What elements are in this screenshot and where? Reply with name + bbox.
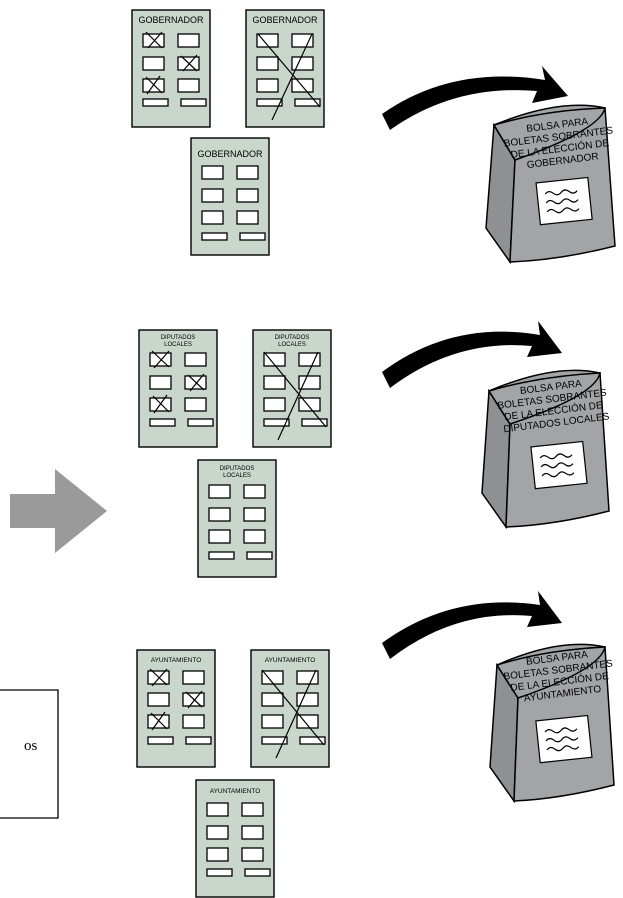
vote-mark	[151, 350, 170, 369]
ballot-title: GOBERNADOR	[138, 15, 204, 25]
vote-mark	[145, 31, 163, 49]
vote-mark	[187, 373, 205, 392]
ballot-diputados-3: DIPUTADOS LOCALES	[197, 459, 277, 578]
cancel-line	[257, 33, 321, 108]
vote-mark	[149, 668, 168, 687]
ballot-diputados-1: DIPUTADOS LOCALES	[138, 329, 218, 448]
cancel-line	[277, 351, 319, 441]
ballot-diputados-2: DIPUTADOS LOCALES	[252, 329, 332, 448]
curved-arrow	[382, 66, 568, 130]
vote-mark	[180, 54, 198, 72]
ballot-title: GOBERNADOR	[197, 149, 263, 159]
cancel-line	[275, 669, 317, 759]
ballot-title: AYUNTAMIENTO	[151, 657, 202, 664]
vote-mark	[185, 690, 203, 709]
svg-text:BOLSA PARA BOLETAS SOBRA: BOLSA PARA BOLETAS SOBRANTES DE LA ELECC…	[502, 113, 620, 173]
ballot-title: GOBERNADOR	[252, 15, 318, 25]
ballot-title: DIPUTADOS	[161, 335, 196, 341]
bag-label	[530, 440, 588, 490]
ballot-gobernador-1: GOBERNADOR	[131, 9, 211, 128]
ballot-ayuntamiento-1: AYUNTAMIENTO	[136, 649, 216, 768]
curved-arrow	[382, 321, 562, 388]
ballot-title: AYUNTAMIENTO	[265, 657, 316, 664]
bag-label	[535, 714, 593, 764]
ballot-ayuntamiento-2: AYUNTAMIENTO	[250, 649, 330, 768]
ballot-title: LOCALES	[223, 473, 251, 479]
left-text-box: os	[0, 689, 59, 819]
ballot-gobernador-2: GOBERNADOR	[245, 9, 325, 128]
ballot-gobernador-3: GOBERNADOR	[190, 137, 270, 256]
cancel-line	[263, 351, 327, 428]
left-box-text: os	[24, 738, 38, 754]
bag-ayuntamiento: BOLSA PARA BOLETAS SOBRANTES DE LA ELECC…	[489, 643, 615, 804]
ballot-title: DIPUTADOS	[275, 335, 310, 341]
vote-mark	[150, 711, 168, 731]
bag-gobernador: BOLSA PARA BOLETAS SOBRANTES DE LA ELECC…	[485, 104, 620, 265]
ballot-title: DIPUTADOS	[220, 466, 255, 472]
ballot-ayuntamiento-3: AYUNTAMIENTO	[195, 779, 275, 898]
curved-arrow	[382, 591, 562, 659]
bag-diputados: BOLSA PARA BOLETAS SOBRANTES DE LA ELECC…	[481, 369, 610, 530]
ballot-title: LOCALES	[278, 342, 306, 348]
bag-label	[535, 176, 593, 226]
vote-mark	[152, 394, 170, 414]
ballot-title: AYUNTAMIENTO	[210, 788, 261, 795]
vote-mark	[145, 75, 163, 95]
cancel-line	[261, 669, 325, 746]
ballot-title: LOCALES	[164, 342, 192, 348]
grey-block-arrow	[10, 469, 107, 553]
cancel-line	[271, 33, 313, 121]
